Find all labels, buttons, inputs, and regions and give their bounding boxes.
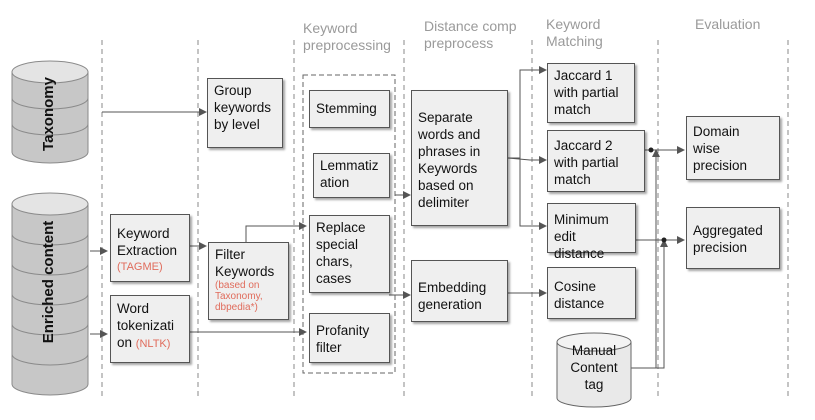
box-line: words and <box>418 127 481 142</box>
enriched-content-label: Enriched content <box>40 220 57 344</box>
junction-dot <box>661 237 667 243</box>
box-line: precision <box>693 158 748 173</box>
box-text: on <box>117 335 133 350</box>
tool-note: (TAGME) <box>117 261 163 273</box>
box-line: Stemming <box>316 101 377 116</box>
box-line: delimiter <box>418 195 470 210</box>
junction-dot <box>648 147 654 153</box>
box-line: wise <box>693 141 721 156</box>
keyword-extraction-box: Keyword Extraction (TAGME) <box>110 214 190 282</box>
box-line: Minimum <box>554 212 609 227</box>
box-line: Manual <box>571 343 617 358</box>
box-line: special <box>316 237 359 252</box>
header-line: Keyword <box>303 20 358 36</box>
box-line: with partial <box>554 85 619 100</box>
header-keyword-preprocessing: Keyword preprocessing <box>303 20 391 54</box>
box-line: precision <box>693 240 748 255</box>
box-line: distance <box>554 296 605 311</box>
box-line: Keywords <box>215 264 275 279</box>
manual-content-tag-label: Manual Content tag <box>557 342 631 393</box>
box-line: chars, <box>316 254 353 269</box>
box-line: Cosine <box>554 279 597 294</box>
box-line: Jaccard 1 <box>554 68 613 83</box>
box-line: Group <box>214 83 252 98</box>
box-line: Replace <box>316 220 366 235</box>
header-line: preprocessing <box>303 37 391 53</box>
box-line: cases <box>316 271 352 286</box>
header-line: Matching <box>546 33 603 49</box>
box-line: on (NLTK) <box>117 334 183 353</box>
header-keyword-matching: Keyword Matching <box>546 16 603 50</box>
word-tokenization-box: Word tokenizati on (NLTK) <box>110 295 190 363</box>
jaccard-2-box: Jaccard 2 with partial match <box>547 130 645 192</box>
box-line: Extraction <box>117 243 178 258</box>
preprocessing-group-frame <box>302 74 396 374</box>
box-line: Domain <box>693 124 740 139</box>
filter-note-line: dbpedia*) <box>215 302 258 313</box>
separate-words-box: Separate words and phrases in Keywords b… <box>411 90 508 226</box>
box-line: phrases in <box>418 144 481 159</box>
box-line: Keyword <box>117 226 170 241</box>
header-line: Distance comp <box>424 18 517 34</box>
box-line: edit distance <box>554 229 605 261</box>
box-line: match <box>554 172 591 187</box>
group-keywords-box: Group keywords by level <box>207 78 283 148</box>
box-line: generation <box>418 297 482 312</box>
box-line: with partial <box>554 155 619 170</box>
enriched-content-database-shape <box>11 192 89 396</box>
filter-keywords-box: Filter Keywords (based on Taxonomy, dbpe… <box>208 242 289 320</box>
box-line: filter <box>316 340 342 355</box>
cosine-distance-box: Cosine distance <box>547 267 636 319</box>
box-line: keywords <box>214 100 272 115</box>
taxonomy-label: Taxonomy <box>40 77 57 151</box>
lemmatization-box: Lemmatiz ation <box>313 153 390 198</box>
embedding-generation-box: Embedding generation <box>411 260 508 322</box>
box-line: tokenizati <box>117 318 175 333</box>
header-distance-comp: Distance comp preprocess <box>424 18 517 52</box>
box-line: ation <box>320 175 350 190</box>
header-line: Keyword <box>546 16 601 32</box>
header-evaluation: Evaluation <box>695 16 761 32</box>
box-line: based on <box>418 178 474 193</box>
box-line: Word <box>117 301 150 316</box>
tool-note: (NLTK) <box>135 338 171 350</box>
domain-wise-precision-box: Domain wise precision <box>686 116 780 180</box>
box-line: Filter <box>215 247 245 262</box>
minimum-edit-distance-box: Minimum edit distance <box>547 203 636 261</box>
column-separators <box>101 40 789 400</box>
filter-note-line: (based on <box>215 280 260 291</box>
taxonomy-database-shape <box>11 60 89 164</box>
filter-note-line: Taxonomy, <box>215 291 263 302</box>
box-line: Keywords <box>418 161 478 176</box>
box-line: Jaccard 2 <box>554 138 613 153</box>
replace-special-chars-box: Replace special chars, cases <box>309 215 390 293</box>
profanity-filter-box: Profanity filter <box>309 313 390 363</box>
jaccard-1-box: Jaccard 1 with partial match <box>547 63 635 123</box>
aggregated-precision-box: Aggregated precision <box>686 207 780 269</box>
stemming-box: Stemming <box>309 90 390 128</box>
box-line: Profanity <box>316 323 370 338</box>
arrows <box>90 66 685 369</box>
box-line: by level <box>214 117 260 132</box>
header-line: preprocess <box>424 35 494 51</box>
box-line: tag <box>584 377 604 392</box>
box-line: Separate <box>418 110 473 125</box>
box-line: Embedding <box>418 280 487 295</box>
box-line: match <box>554 102 591 117</box>
manual-content-tag-cylinder <box>556 332 632 408</box>
box-line: Lemmatiz <box>320 158 379 173</box>
box-line: Aggregated <box>693 223 763 238</box>
box-line: Content <box>570 360 618 375</box>
